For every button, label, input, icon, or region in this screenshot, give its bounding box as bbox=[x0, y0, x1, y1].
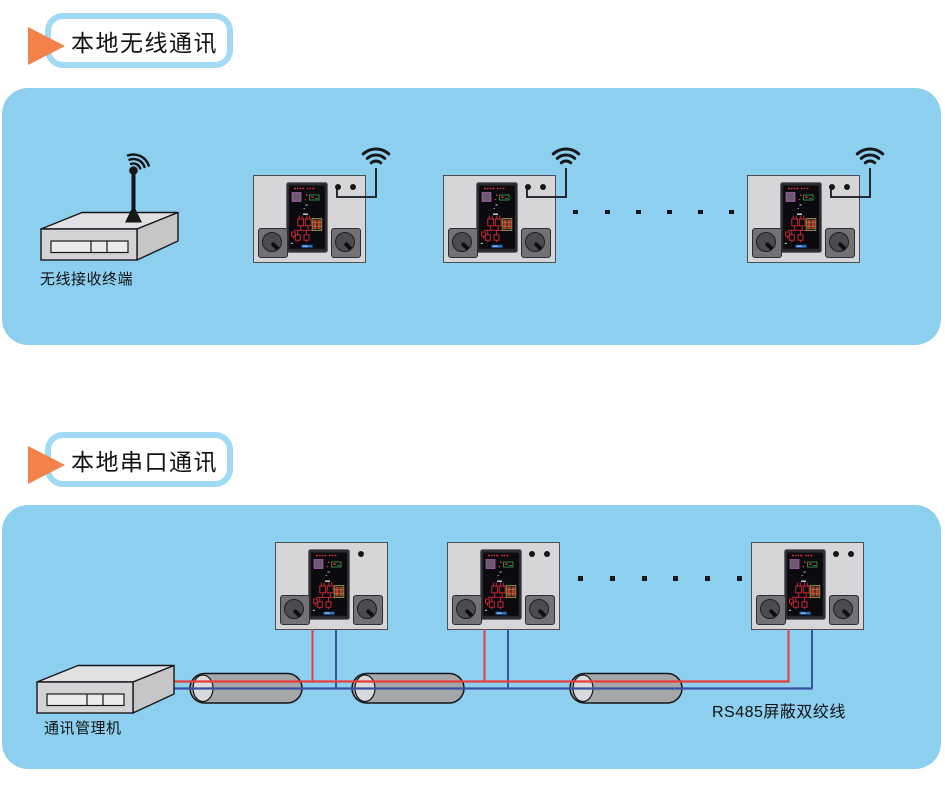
ellipsis-dot bbox=[705, 576, 710, 581]
knob-dial bbox=[456, 599, 476, 619]
knob-left[interactable] bbox=[452, 595, 482, 625]
knob-dial bbox=[452, 232, 472, 252]
lcd-screen bbox=[308, 549, 350, 620]
device-screen bbox=[308, 549, 350, 620]
device-screen bbox=[480, 549, 522, 620]
knob-dial bbox=[335, 232, 355, 252]
knob-dial bbox=[357, 599, 377, 619]
knob-left[interactable] bbox=[280, 595, 310, 625]
ellipsis-dot bbox=[573, 209, 578, 215]
knob-dial bbox=[829, 232, 849, 252]
knob-dial bbox=[529, 599, 549, 619]
meter-device bbox=[443, 175, 556, 263]
led-row bbox=[444, 176, 555, 262]
led-row bbox=[448, 543, 559, 629]
knob-left[interactable] bbox=[258, 228, 288, 258]
arrow-right-icon bbox=[28, 446, 65, 484]
led-row bbox=[752, 543, 863, 629]
lcd-screen bbox=[780, 182, 822, 253]
knob-dial bbox=[760, 599, 780, 619]
rs485-bus-label: RS485屏蔽双绞线 bbox=[712, 704, 846, 721]
knob-left[interactable] bbox=[752, 228, 782, 258]
knob-left[interactable] bbox=[756, 595, 786, 625]
meter-device bbox=[275, 542, 388, 630]
knob-right[interactable] bbox=[829, 595, 859, 625]
knob-left[interactable] bbox=[448, 228, 478, 258]
knob-dial bbox=[756, 232, 776, 252]
led-row bbox=[748, 176, 859, 262]
meter-device bbox=[747, 175, 860, 263]
indicator-led bbox=[833, 551, 839, 557]
knob-right[interactable] bbox=[525, 595, 555, 625]
knob-right[interactable] bbox=[521, 228, 551, 258]
ellipsis-dot bbox=[610, 576, 615, 581]
section-title: 本地串口通讯 bbox=[71, 448, 218, 475]
indicator-led bbox=[335, 184, 341, 190]
wireless-receiver-label: 无线接收终端 bbox=[40, 271, 134, 288]
comm-manager-label: 通讯管理机 bbox=[44, 720, 122, 737]
lcd-screen bbox=[480, 549, 522, 620]
meter-device bbox=[447, 542, 560, 630]
indicator-led bbox=[350, 184, 356, 190]
lcd-screen bbox=[476, 182, 518, 253]
section-title-box: 本地无线通讯 bbox=[45, 13, 233, 68]
knob-dial bbox=[284, 599, 304, 619]
indicator-led bbox=[848, 551, 854, 557]
ellipsis-dot bbox=[642, 576, 647, 581]
section-wireless-header: 本地无线通讯 bbox=[28, 13, 233, 68]
indicator-led bbox=[844, 184, 850, 190]
meter-device bbox=[751, 542, 864, 630]
ellipsis-dot bbox=[667, 209, 672, 215]
led-row bbox=[276, 543, 387, 629]
device-screen bbox=[780, 182, 822, 253]
meter-device bbox=[253, 175, 366, 263]
device-screen bbox=[286, 182, 328, 253]
indicator-led bbox=[544, 551, 550, 557]
ellipsis-dot bbox=[636, 209, 641, 215]
ellipsis-dot bbox=[578, 576, 583, 581]
knob-dial bbox=[833, 599, 853, 619]
indicator-led bbox=[529, 551, 535, 557]
knob-dial bbox=[525, 232, 545, 252]
indicator-led bbox=[525, 184, 531, 190]
lcd-screen bbox=[286, 182, 328, 253]
knob-right[interactable] bbox=[331, 228, 361, 258]
ellipsis-dot bbox=[673, 576, 678, 581]
section-title-box: 本地串口通讯 bbox=[45, 432, 233, 487]
led-row bbox=[254, 176, 365, 262]
ellipsis-dot bbox=[698, 209, 703, 215]
knob-right[interactable] bbox=[825, 228, 855, 258]
section-title: 本地无线通讯 bbox=[71, 29, 218, 56]
knob-right[interactable] bbox=[353, 595, 383, 625]
device-screen bbox=[784, 549, 826, 620]
knob-dial bbox=[262, 232, 282, 252]
lcd-screen bbox=[784, 549, 826, 620]
device-screen bbox=[476, 182, 518, 253]
ellipsis-dot bbox=[737, 576, 742, 581]
indicator-led bbox=[540, 184, 546, 190]
ellipsis-dot bbox=[605, 209, 610, 215]
indicator-led bbox=[829, 184, 835, 190]
arrow-right-icon bbox=[28, 27, 65, 65]
section-serial-header: 本地串口通讯 bbox=[28, 432, 233, 487]
ellipsis-dot bbox=[729, 209, 734, 215]
indicator-led bbox=[358, 551, 364, 557]
